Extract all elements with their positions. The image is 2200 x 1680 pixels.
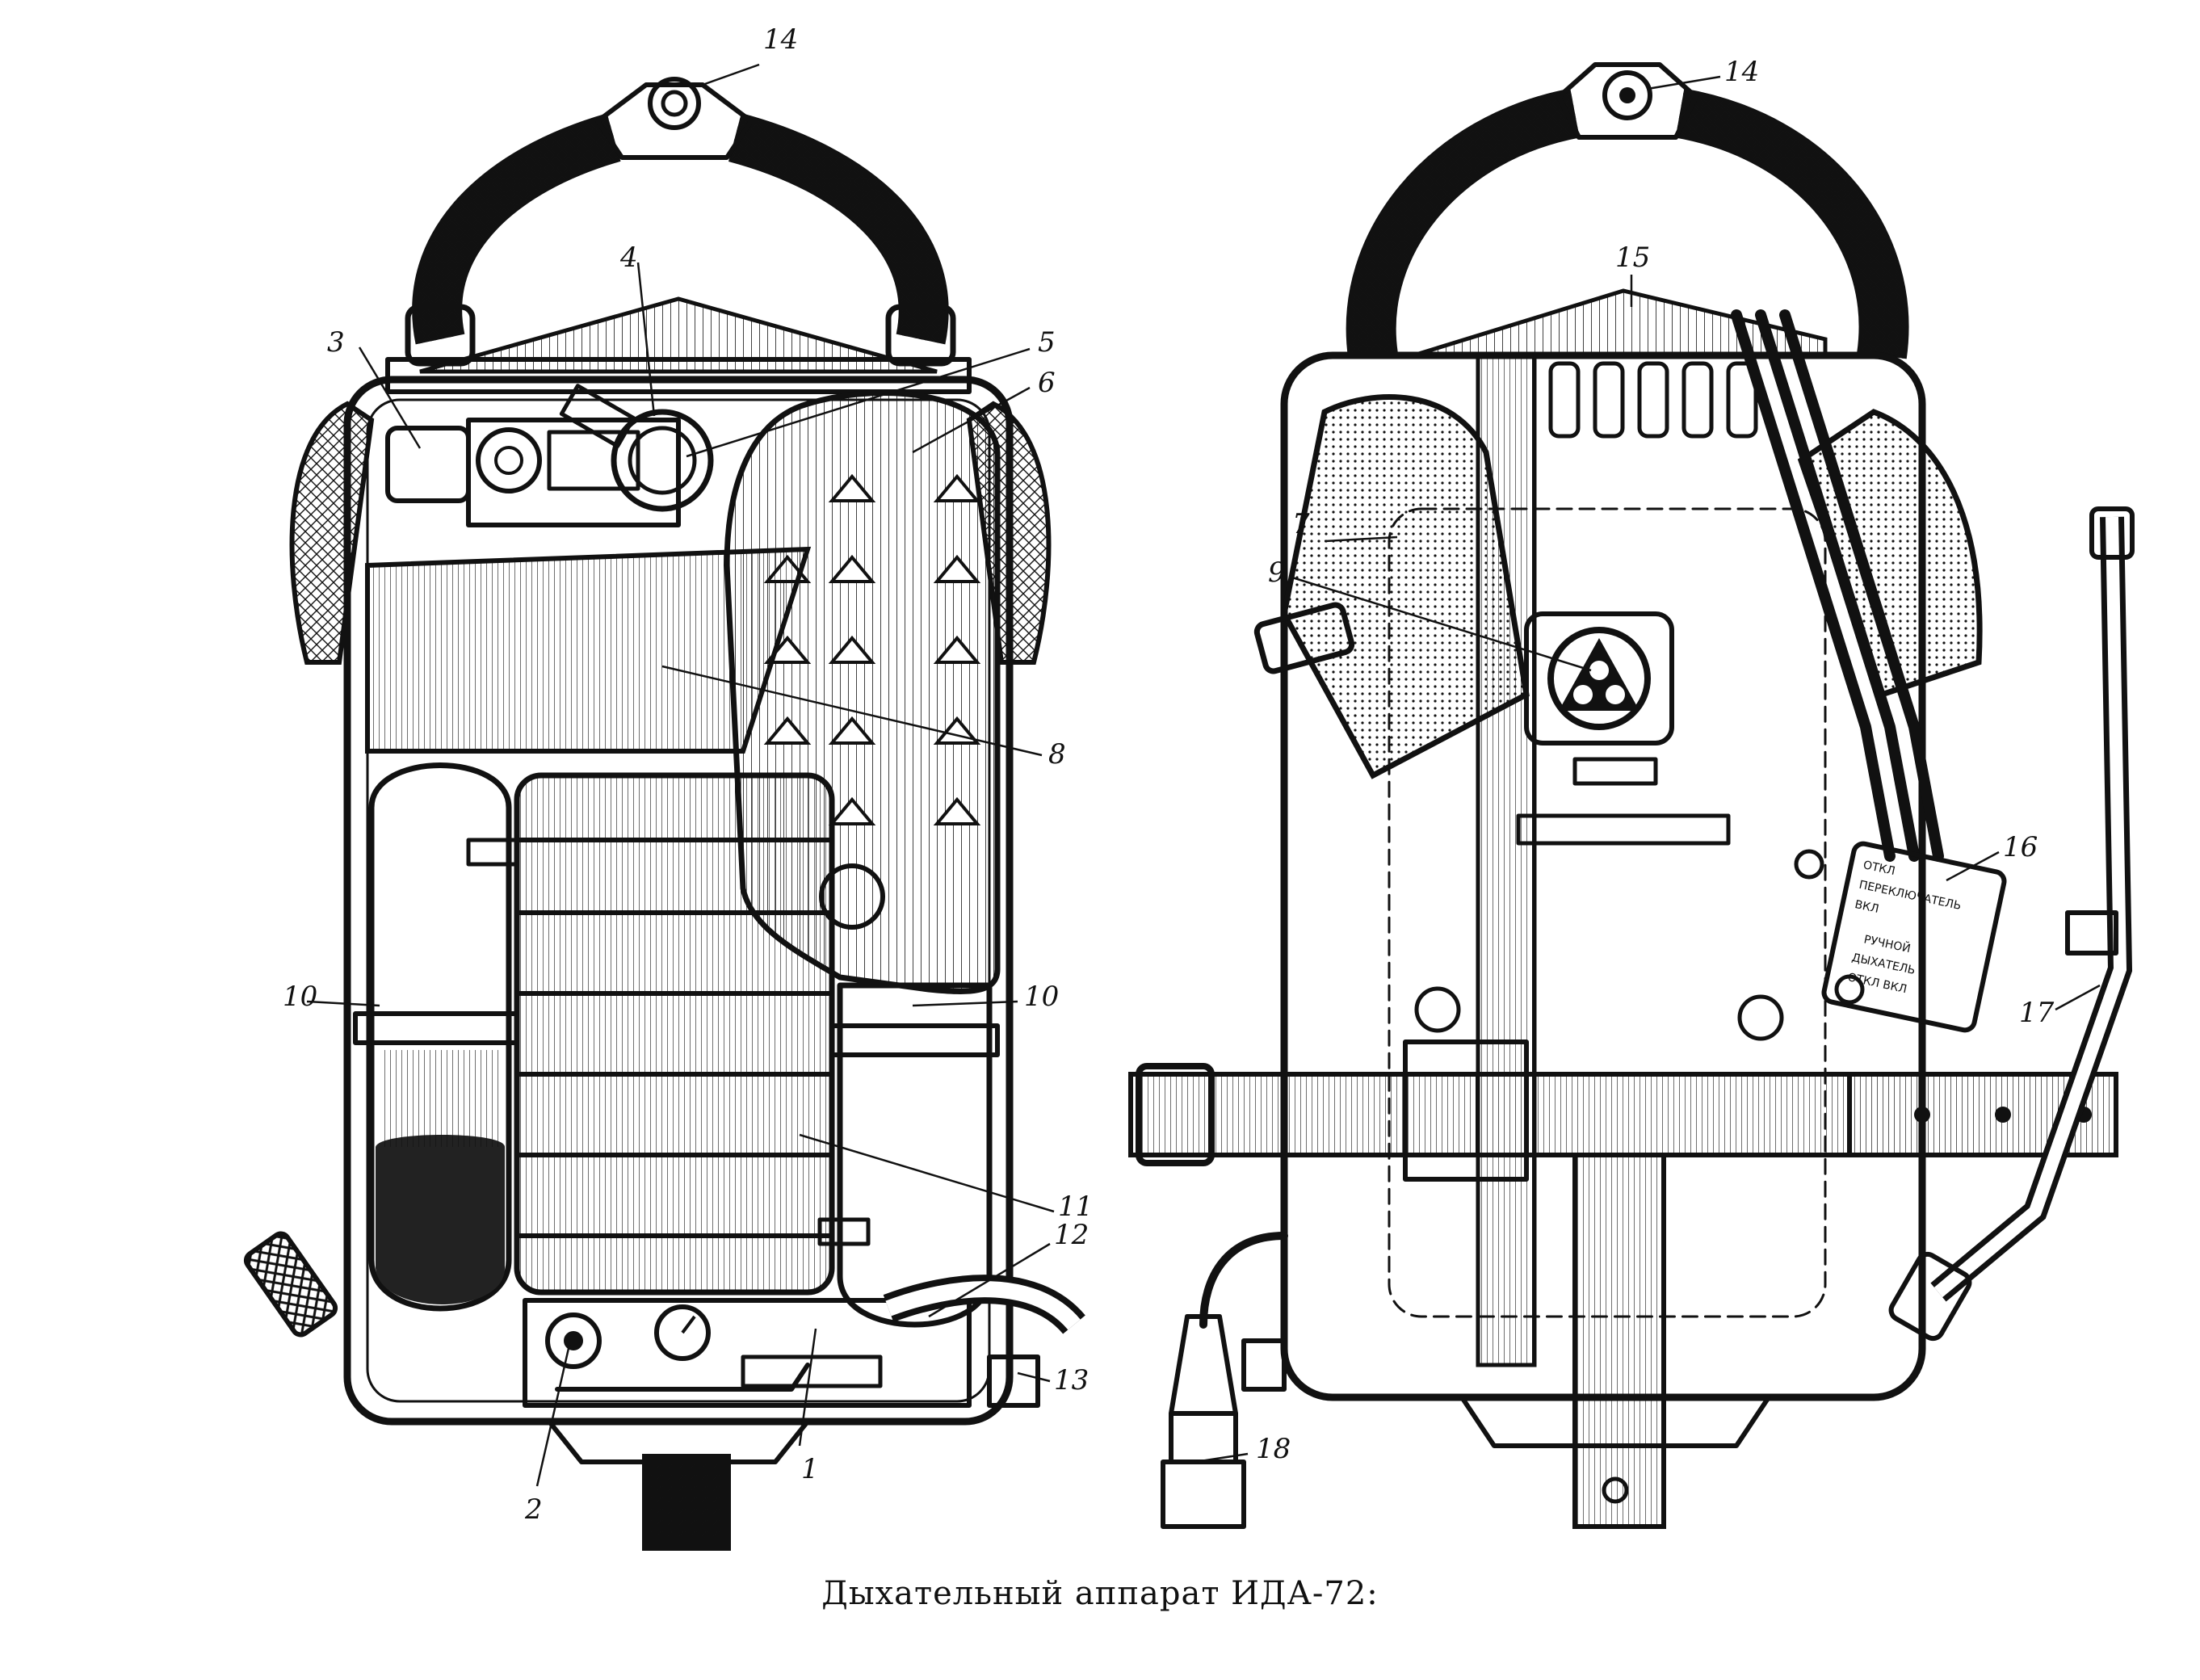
callout-10-left: 10: [283, 981, 317, 1013]
oxygen-cylinder-right: [817, 982, 1000, 1328]
mouthpiece-box: [595, 77, 754, 160]
callout-12: 12: [1054, 1219, 1089, 1251]
connector-socket: [1524, 611, 1674, 746]
callout-13: 13: [1054, 1364, 1089, 1396]
callout-6: 6: [1038, 367, 1056, 399]
back-view: ОТКЛ ПЕРЕКЛЮЧАТЕЛЬ ВКЛ РУЧНОЙ ДЫХАТЕЛЬ О…: [1128, 62, 2135, 1529]
back-mouthpiece-box: [1556, 62, 1698, 140]
callout-11: 11: [1058, 1191, 1093, 1223]
callout-16: 16: [2003, 831, 2038, 863]
callout-10-right: 10: [1024, 981, 1059, 1013]
cable-plug: [1161, 1232, 1288, 1529]
callout-8: 8: [1048, 738, 1066, 771]
left-shoulder-pad: [289, 401, 375, 665]
top-mechanism: [385, 384, 714, 527]
callout-2: 2: [524, 1493, 543, 1526]
callout-5: 5: [1038, 326, 1056, 359]
front-view: [243, 77, 1085, 1551]
plate-line-4: РУЧНОЙ: [1862, 931, 1912, 956]
callout-3: 3: [327, 326, 345, 359]
regenerative-cartridge: [514, 772, 835, 1296]
callout-1: 1: [801, 1453, 819, 1485]
leader-lines: [306, 63, 2101, 1487]
oxygen-cylinder-left: [353, 762, 519, 1312]
shoulder-strap-right: [1797, 409, 1983, 699]
bottom-plumbing: [243, 1231, 1085, 1408]
body-strap: [365, 546, 812, 754]
callout-14-left: 14: [763, 23, 798, 56]
callout-17: 17: [2019, 997, 2055, 1029]
plate-line-6: ОТКЛ ВКЛ: [1846, 971, 1908, 996]
pipes-to-switch: [1731, 309, 1944, 862]
callout-18: 18: [1256, 1433, 1291, 1465]
callout-7: 7: [1292, 508, 1310, 540]
callout-4: 4: [619, 242, 638, 274]
callout-14-right: 14: [1724, 56, 1759, 88]
plate-line-3: ВКЛ: [1854, 898, 1880, 916]
callout-15: 15: [1615, 242, 1650, 274]
callout-9: 9: [1268, 556, 1286, 589]
callout-labels: 1 2 3 4 5 6 7 8 9 10 10 11 12 13 14 14 1…: [283, 23, 2055, 1526]
figure-caption: Дыхательный аппарат ИДА-72:: [821, 1575, 1379, 1612]
supply-hose: [1888, 506, 2135, 1342]
